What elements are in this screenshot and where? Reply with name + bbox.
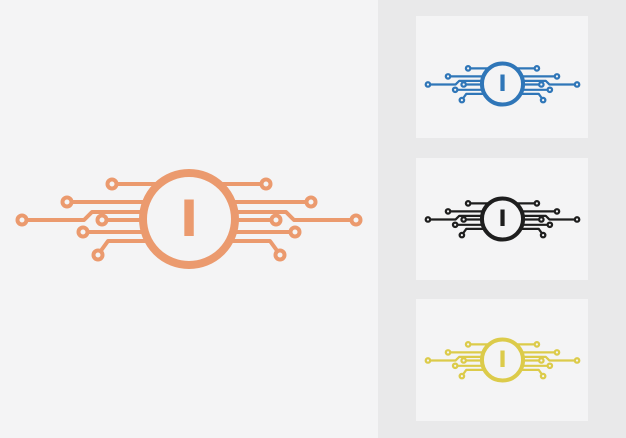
circuit-node (424, 216, 432, 223)
circuit-trace (461, 92, 489, 100)
circuit-node (553, 73, 561, 80)
circuit-node (464, 341, 472, 348)
circuit-node (533, 341, 541, 348)
main-logo-panel: I (0, 0, 378, 438)
circuit-trace (461, 368, 489, 376)
logo-variant-card-blue: I (416, 16, 588, 138)
circuit-node (458, 372, 466, 380)
logo-ring (479, 196, 526, 242)
circuit-node (546, 362, 554, 370)
logo-ring (479, 61, 526, 107)
circuit-node (444, 349, 452, 356)
circuit-node (573, 81, 581, 88)
circuit-node (60, 195, 74, 209)
circuit-node (539, 96, 547, 104)
circuit-node (573, 216, 581, 223)
circuit-trace (428, 355, 485, 362)
logo-letter: I (498, 206, 506, 232)
circuit-trace (428, 214, 485, 221)
circuit-node (546, 86, 554, 94)
circuit-node (444, 208, 452, 215)
circuit-node (451, 86, 459, 94)
circuit-node (553, 349, 561, 356)
circuit-node (76, 225, 90, 239)
logo-ring (139, 169, 239, 269)
circuit-node (424, 81, 432, 88)
logo-letter: I (498, 347, 506, 373)
circuit-node (533, 65, 541, 72)
circuit-trace (516, 227, 544, 235)
circuit-trace (220, 239, 280, 254)
circuit-node (573, 357, 581, 364)
circuit-node (444, 73, 452, 80)
circuit-trace (520, 214, 577, 221)
circuit-letter-logo-black: I (424, 196, 581, 242)
logo-ring (479, 337, 526, 383)
circuit-trace (520, 79, 577, 86)
circuit-trace (516, 368, 544, 376)
circuit-node (105, 177, 119, 191)
circuit-node (91, 248, 105, 262)
circuit-trace (24, 210, 148, 222)
circuit-trace (516, 92, 544, 100)
circuit-node (553, 208, 561, 215)
circuit-node (458, 231, 466, 239)
circuit-node (460, 216, 468, 223)
circuit-node (460, 81, 468, 88)
circuit-trace (230, 210, 354, 222)
circuit-node (464, 65, 472, 72)
circuit-node (349, 213, 363, 227)
circuit-node (539, 372, 547, 380)
circuit-node (537, 216, 545, 223)
circuit-node (458, 96, 466, 104)
circuit-node (537, 357, 545, 364)
circuit-node (424, 357, 432, 364)
circuit-node (288, 225, 302, 239)
circuit-trace (428, 79, 485, 86)
logo-letter: I (498, 71, 506, 97)
circuit-node (451, 221, 459, 229)
circuit-trace (520, 355, 577, 362)
circuit-node (273, 248, 287, 262)
circuit-node (464, 200, 472, 207)
circuit-node (451, 362, 459, 370)
logo-variant-card-gold: I (416, 299, 588, 421)
logo-variant-card-black: I (416, 158, 588, 280)
circuit-trace (461, 227, 489, 235)
circuit-node (95, 213, 109, 227)
circuit-letter-logo-main: I (15, 169, 363, 269)
circuit-node (269, 213, 283, 227)
circuit-node (537, 81, 545, 88)
circuit-letter-logo-gold: I (424, 337, 581, 383)
circuit-node (259, 177, 273, 191)
circuit-node (304, 195, 318, 209)
circuit-node (460, 357, 468, 364)
circuit-node (539, 231, 547, 239)
circuit-trace (98, 239, 158, 254)
circuit-node (533, 200, 541, 207)
circuit-node (546, 221, 554, 229)
circuit-node (15, 213, 29, 227)
circuit-letter-logo-blue: I (424, 61, 581, 107)
logo-letter: I (180, 190, 199, 248)
